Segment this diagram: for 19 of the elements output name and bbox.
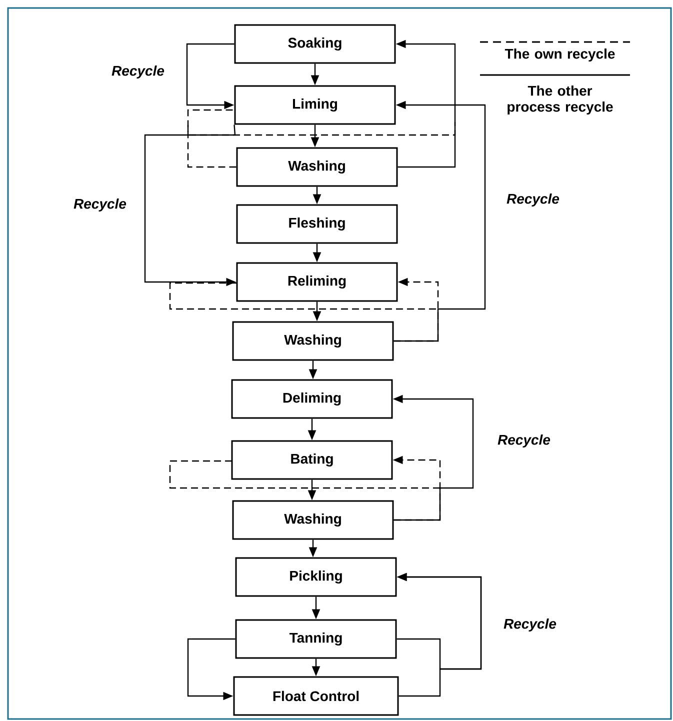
process-box: Pickling (235, 557, 397, 597)
legend-text: The own recycle (504, 48, 615, 62)
process-box: Deliming (231, 379, 393, 419)
process-box: Washing (232, 500, 394, 540)
process-box: Float Control (233, 676, 399, 716)
edge-label: Recycle (502, 617, 558, 633)
process-box: Washing (232, 321, 394, 361)
process-box: Reliming (236, 262, 398, 302)
edge-label: Recycle (496, 433, 552, 449)
process-box: Bating (231, 440, 393, 480)
process-box: Soaking (234, 24, 396, 64)
process-box: Fleshing (236, 204, 398, 244)
process-box: Liming (234, 85, 396, 125)
process-box: Washing (236, 147, 398, 187)
legend-text: The other process recycle (508, 85, 613, 115)
edge-label: Recycle (110, 64, 166, 80)
process-box: Tanning (235, 619, 397, 659)
edge-label: Recycle (72, 197, 128, 213)
edge-label: Recycle (506, 192, 560, 208)
